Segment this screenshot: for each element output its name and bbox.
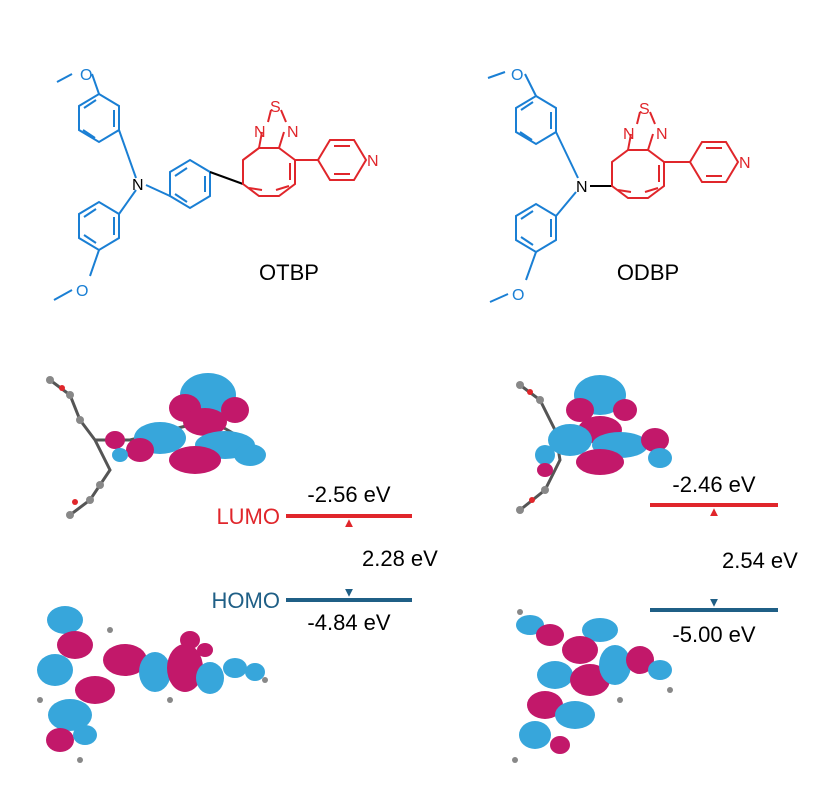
odbp-n-pyridine: N — [739, 155, 751, 172]
otbp-acceptor — [242, 109, 368, 197]
odbp-structure — [487, 71, 740, 303]
otbp-gap-value: 2.28 eV — [362, 546, 438, 571]
odbp-homo-value: -5.00 eV — [672, 622, 755, 647]
otbp-lumo-value: -2.56 eV — [307, 482, 390, 507]
odbp-s-bt: S — [639, 101, 650, 118]
otbp-n-bt-left: N — [254, 124, 266, 141]
odbp-acceptor — [611, 111, 740, 199]
odbp-homo-orbital-image — [512, 609, 673, 763]
otbp-n-amine: N — [132, 177, 144, 194]
lumo-label: LUMO — [216, 504, 280, 529]
otbp-n-bt-right: N — [287, 124, 299, 141]
odbp-gap-value: 2.54 eV — [722, 548, 798, 573]
odbp-n-amine: N — [576, 179, 588, 196]
odbp-n-bt-right: N — [656, 126, 668, 143]
otbp-s-bt: S — [270, 99, 281, 116]
otbp-o-top: O — [80, 67, 92, 84]
otbp-name-label: OTBP — [259, 260, 319, 285]
otbp-atom-labels: O N O N S N N — [76, 67, 379, 300]
odbp-name-label: ODBP — [617, 260, 679, 285]
odbp-o-top: O — [511, 67, 523, 84]
otbp-donor — [53, 73, 211, 301]
otbp-o-bottom: O — [76, 283, 88, 300]
odbp-donor — [487, 71, 579, 303]
odbp-o-bottom: O — [512, 287, 524, 304]
odbp-atom-labels: O N O N S N N — [511, 67, 751, 304]
odbp-lumo-orbital-image — [516, 375, 672, 514]
otbp-homo-orbital-image — [37, 606, 268, 763]
otbp-energy-diagram: LUMO HOMO -2.56 eV -4.84 eV 2.28 eV — [212, 482, 439, 635]
odbp-lumo-value: -2.46 eV — [672, 472, 755, 497]
odbp-n-bt-left: N — [623, 126, 635, 143]
homo-label: HOMO — [212, 588, 280, 613]
otbp-n-pyridine: N — [367, 153, 379, 170]
otbp-structure — [53, 73, 368, 301]
otbp-lumo-orbital-image — [46, 373, 266, 519]
otbp-homo-value: -4.84 eV — [307, 610, 390, 635]
odbp-energy-diagram: -2.46 eV -5.00 eV 2.54 eV — [650, 472, 798, 647]
